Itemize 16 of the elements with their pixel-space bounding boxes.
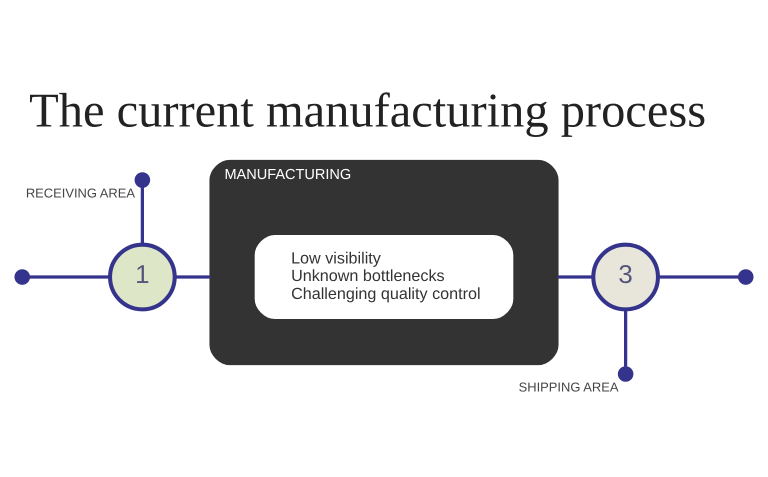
connector bbox=[658, 275, 739, 279]
node-circle: 1 bbox=[108, 242, 177, 312]
node-circle bbox=[14, 269, 30, 285]
node-box: Low visibility Unknown bottlenecks Challenging quality control bbox=[254, 235, 514, 320]
diagram-title: The current manufacturing process bbox=[29, 84, 706, 138]
node-label: SHIPPING AREA bbox=[518, 379, 618, 394]
connector bbox=[175, 275, 210, 279]
node-circle: 3 bbox=[591, 242, 660, 312]
connector bbox=[30, 275, 110, 279]
connector bbox=[140, 187, 144, 244]
node-circle bbox=[738, 269, 754, 285]
node-circle bbox=[134, 172, 150, 188]
node-circle bbox=[618, 366, 634, 382]
connector bbox=[624, 310, 628, 366]
connector bbox=[558, 275, 593, 279]
node-label: RECEIVING AREA bbox=[26, 185, 136, 200]
